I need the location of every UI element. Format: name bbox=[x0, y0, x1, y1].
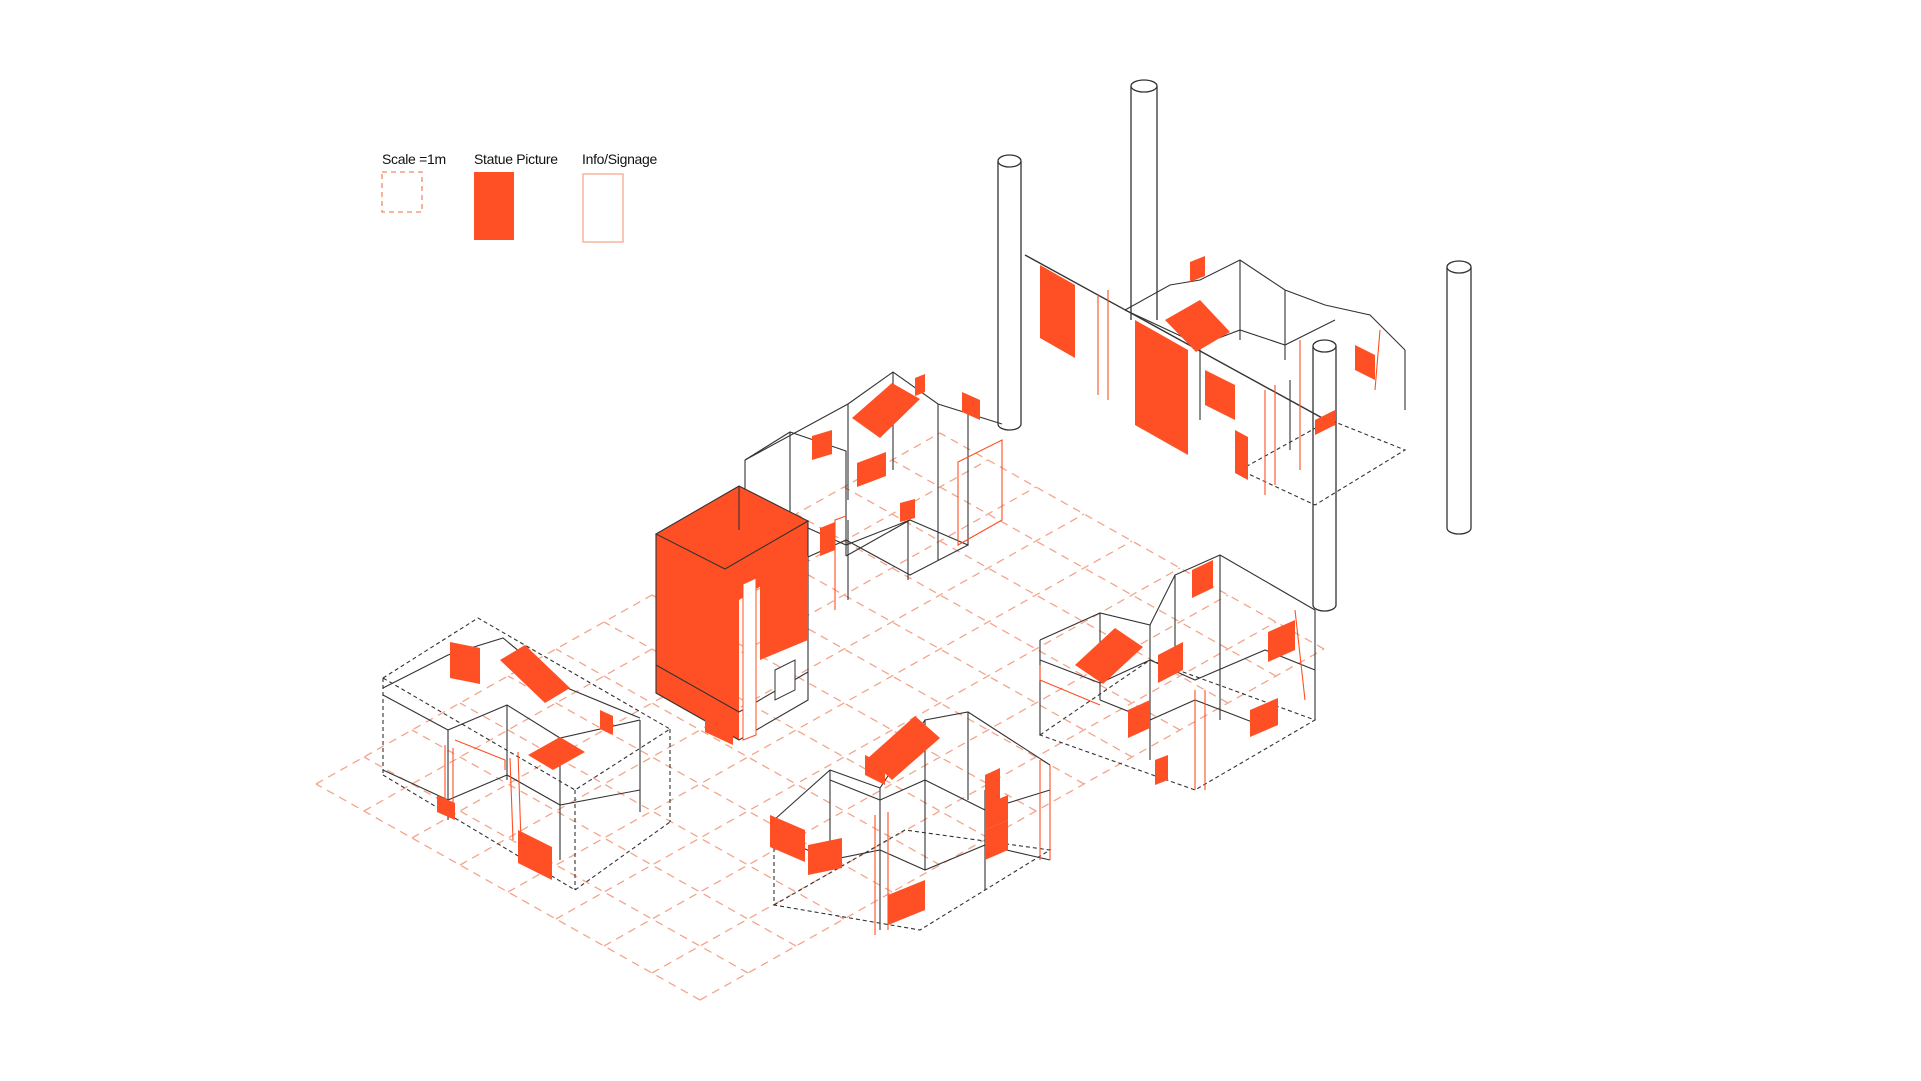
grid-line bbox=[411, 729, 797, 947]
column-3 bbox=[1312, 339, 1337, 612]
legend-scale-label: Scale =1m bbox=[382, 151, 446, 167]
pavilion-back-right bbox=[1024, 254, 1407, 506]
legend-info-label: Info/Signage bbox=[582, 151, 658, 167]
grid-line bbox=[651, 621, 1277, 974]
grid-line bbox=[603, 594, 1229, 947]
column-1 bbox=[997, 154, 1022, 431]
legend-statue-swatch bbox=[474, 172, 514, 240]
pavilion-tower bbox=[654, 485, 810, 745]
grid-line bbox=[891, 459, 1277, 677]
grid-line bbox=[795, 513, 1181, 731]
grid-line bbox=[939, 432, 1325, 650]
grid-line bbox=[459, 702, 845, 920]
grid-line bbox=[459, 513, 1085, 866]
grid-line bbox=[747, 540, 1133, 758]
column-4 bbox=[1446, 260, 1472, 535]
grid-line bbox=[507, 540, 1133, 893]
ground-grid bbox=[315, 432, 1325, 1001]
grid-line bbox=[363, 756, 749, 974]
columns bbox=[997, 79, 1472, 612]
grid-line bbox=[555, 648, 941, 866]
grid-line bbox=[315, 783, 701, 1001]
legend-info-swatch bbox=[582, 173, 624, 243]
legend-statue-label: Statue Picture bbox=[474, 151, 558, 167]
pavilion-front-left-panels bbox=[437, 642, 613, 880]
pavilion-back-right-panels bbox=[1040, 256, 1375, 480]
pavilion-back-center bbox=[744, 371, 1003, 610]
column-2 bbox=[1130, 79, 1158, 320]
pavilion-right-panels bbox=[1075, 560, 1295, 785]
grid-line bbox=[555, 567, 1181, 920]
pavilion-back-center-panels bbox=[812, 374, 980, 556]
grid-line bbox=[315, 432, 941, 785]
pavilion-front-center-panels bbox=[770, 716, 1008, 925]
legend-scale-swatch bbox=[381, 171, 423, 213]
grid-line bbox=[699, 648, 1325, 1001]
